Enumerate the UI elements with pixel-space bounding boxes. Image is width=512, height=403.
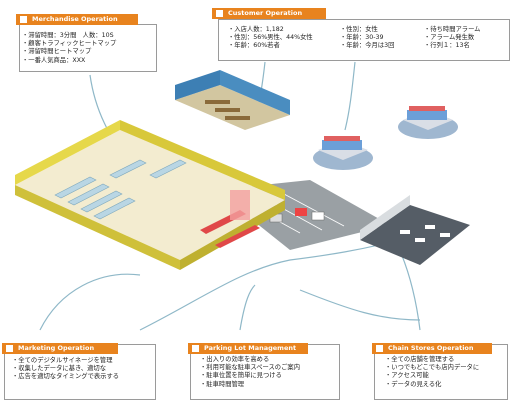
- customer-item: 性別：女性: [340, 26, 394, 34]
- merchandise-item: 滞留時間ヒートマップ: [22, 48, 116, 56]
- parking-item: 出入りの効率を高める: [200, 356, 300, 364]
- parking-title: Parking Lot Management: [204, 344, 297, 352]
- customer-item: 性別：56%男性、44%女性: [228, 34, 312, 42]
- parking-list: 出入りの効率を高める 利用可能な駐車スペースのご案内 駐車位置を簡単に見つける …: [200, 356, 300, 389]
- customer-item: 行列１：13名: [424, 42, 480, 50]
- customer-item: 年齢：今月は3回: [340, 42, 394, 50]
- header-bullet-icon: [6, 345, 13, 352]
- merchandise-item: 顧客トラフィックヒートマップ: [22, 40, 116, 48]
- chain-store-2: [398, 106, 458, 139]
- merchandise-item: 一番人気商品：XXX: [22, 57, 116, 65]
- chain-item: アクセス可能: [385, 372, 479, 380]
- car-icon: [295, 208, 307, 216]
- store-wall: [120, 120, 285, 200]
- customer-item: 待ち時間アラーム: [424, 26, 480, 34]
- customer-col2: 性別：女性 年齢：30-39 年齢：今月は3回: [340, 26, 394, 51]
- customer-col3: 待ち時間アラーム アラーム発生数 行列１：13名: [424, 26, 480, 51]
- merchandise-item: 滞留時間：3分間 人数：10S: [22, 32, 116, 40]
- marketing-item: 広告を適切なタイミングで表示する: [12, 373, 119, 381]
- merchandise-list: 滞留時間：3分間 人数：10S 顧客トラフィックヒートマップ 滞留時間ヒートマッ…: [22, 32, 116, 65]
- store-wall: [15, 120, 120, 185]
- header-bullet-icon: [20, 16, 27, 23]
- car-icon: [311, 211, 325, 221]
- marketing-list: 全てのデジタルサイネージを管理 収集したデータに基き、適切な 広告を適切なタイミ…: [12, 357, 119, 382]
- customer-col1: 入店人数：1,182 性別：56%男性、44%女性 年齢：60%若者: [228, 26, 313, 51]
- parking-item: 駐車位置を簡単に見つける: [200, 372, 300, 380]
- connector-lines: [39, 61, 421, 331]
- parking-item: 駐車時間管理: [200, 381, 300, 389]
- customer-item: 年齢：30-39: [340, 34, 394, 42]
- marketing-header: Marketing Operation: [2, 343, 118, 354]
- chain-item: いつでもどこでも店内データに: [385, 364, 479, 372]
- shelves: [54, 159, 187, 220]
- marketing-title: Marketing Operation: [18, 344, 95, 352]
- marketing-item: 全てのデジタルサイネージを管理: [12, 357, 119, 365]
- header-bullet-icon: [216, 10, 223, 17]
- customer-item: 入店人数：1,182: [228, 26, 313, 34]
- warehouse-floor: [175, 85, 290, 130]
- merchandise-header: Merchandise Operation: [16, 14, 138, 25]
- header-bullet-icon: [192, 345, 199, 352]
- customer-header: Customer Operation: [212, 8, 326, 19]
- chain-store-1: [313, 136, 373, 170]
- chain-title: Chain Stores Operation: [388, 344, 474, 352]
- chain-header: Chain Stores Operation: [372, 343, 492, 354]
- operations-room: [360, 205, 470, 265]
- header-bullet-icon: [376, 345, 383, 352]
- chain-item: 全ての店舗を管理する: [385, 356, 479, 364]
- marketing-item: 収集したデータに基き、適切な: [12, 365, 119, 373]
- merchandise-title: Merchandise Operation: [32, 15, 118, 23]
- customer-title: Customer Operation: [228, 9, 303, 17]
- parking-header: Parking Lot Management: [188, 343, 308, 354]
- chain-list: 全ての店舗を管理する いつでもどこでも店内データに アクセス可能 データの見える…: [385, 356, 479, 389]
- customer-item: アラーム発生数: [424, 34, 480, 42]
- parking-item: 利用可能な駐車スペースのご案内: [200, 364, 300, 372]
- customer-item: 年齢：60%若者: [228, 42, 313, 50]
- chain-item: データの見える化: [385, 381, 479, 389]
